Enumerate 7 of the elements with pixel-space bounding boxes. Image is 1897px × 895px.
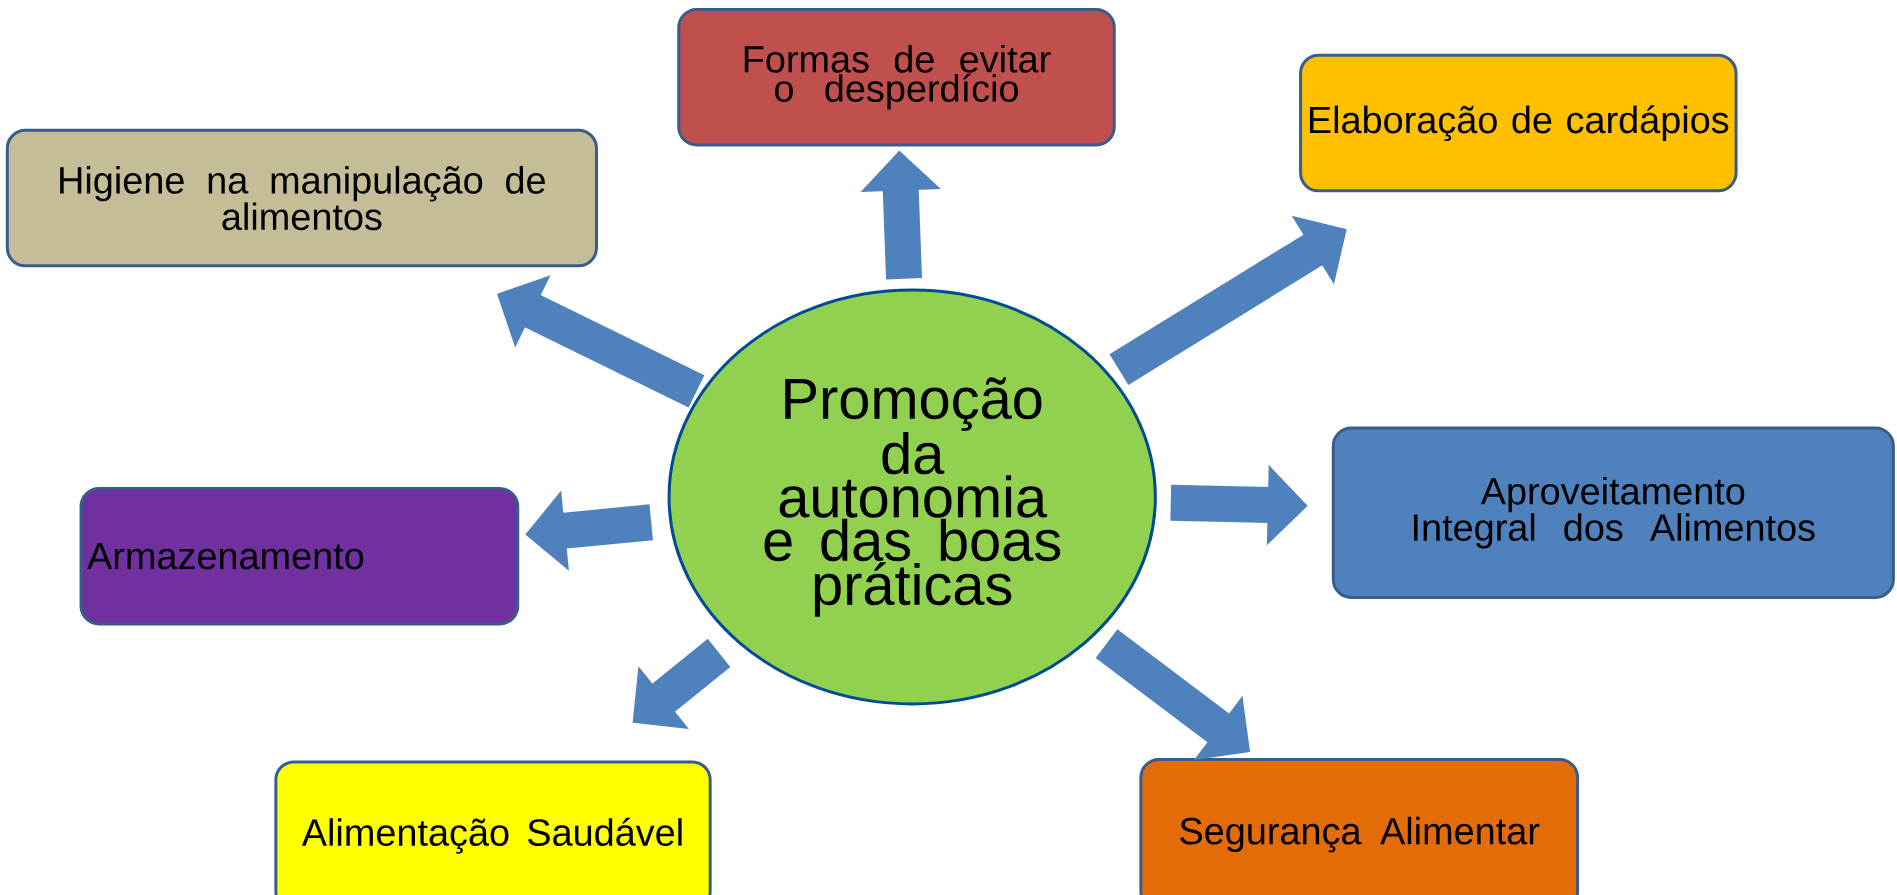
topic-box: Higiene na manipulação de alimentos [5,128,598,268]
topic-box: Aproveitamento Integral dos Alimentos [1331,426,1895,599]
topic-box: Formas de evitar o desperdício [677,7,1116,147]
topic-box: Segurança Alimentar [1139,758,1580,895]
topic-box: Armazenamento [79,486,520,626]
topic-box: Alimentação Saudável [274,760,712,895]
topic-box: Elaboração de cardápios [1299,53,1738,193]
